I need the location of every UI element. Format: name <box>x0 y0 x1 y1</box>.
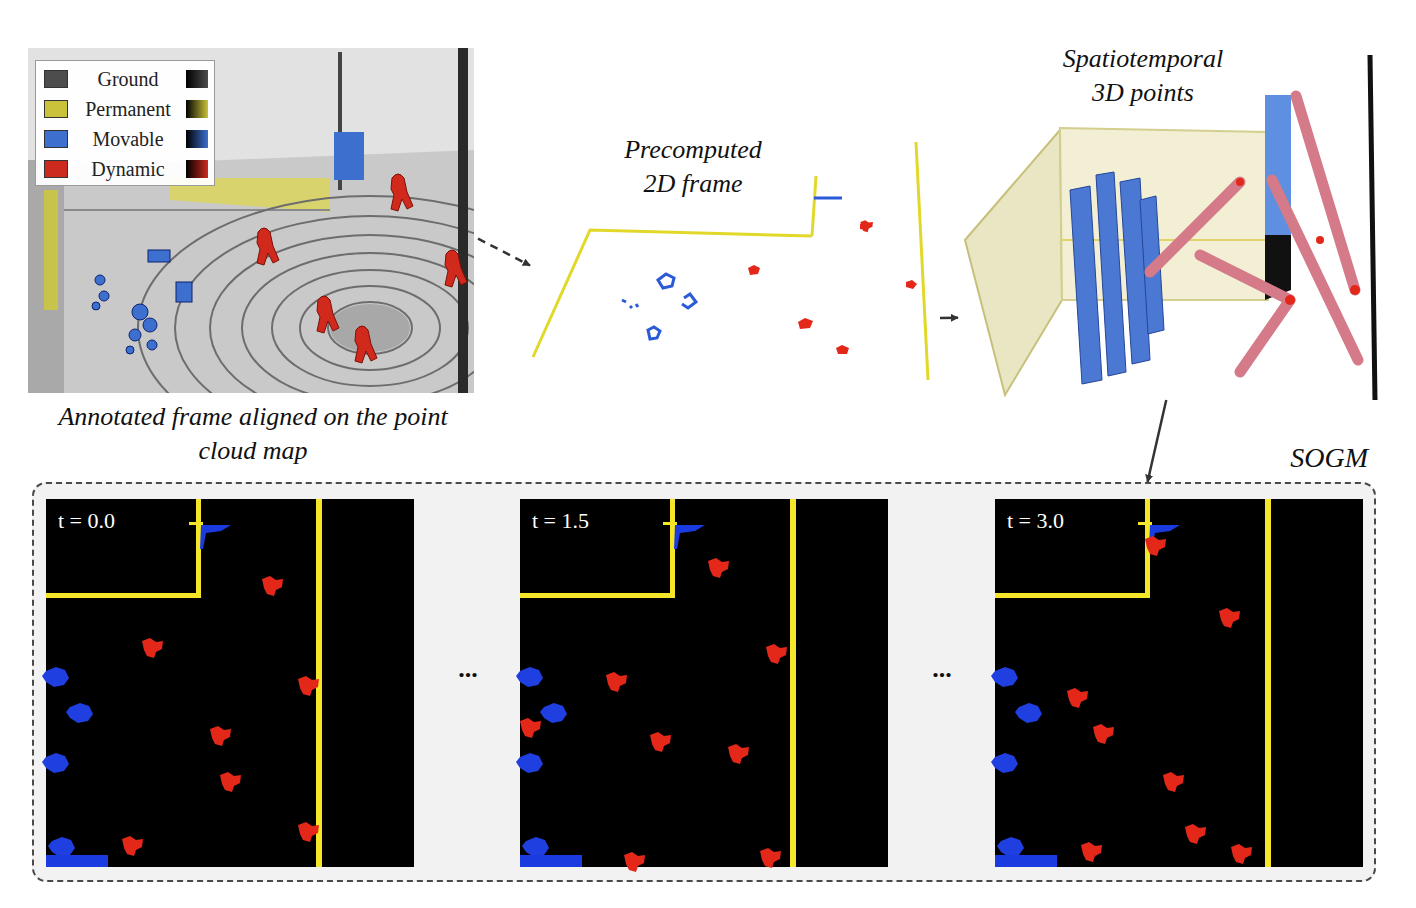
flow-arrow <box>478 239 530 266</box>
legend-text: Movable <box>72 126 184 152</box>
panel-title: Precomputed 2D frame <box>608 133 778 201</box>
flow-arrow <box>1148 400 1167 482</box>
legend-row: Permanent <box>36 96 214 122</box>
group-title: SOGM <box>1290 440 1368 476</box>
legend-swatch <box>44 70 68 88</box>
legend-swatch <box>44 130 68 148</box>
flow-arrow <box>940 316 958 319</box>
image-panel: Precomputed 2D frame <box>530 133 940 383</box>
gradient-swatch <box>186 130 208 148</box>
gradient-swatch <box>186 160 208 178</box>
panel-title: Spatiotemporal 3D points <box>1048 42 1238 110</box>
map-panel: t = 3.0 <box>997 501 1365 869</box>
time-label: t = 0.0 <box>58 507 115 536</box>
group-box: SOGMt = 0.0t = 1.5t = 3.0 <box>32 482 1376 882</box>
legend-swatch <box>44 100 68 118</box>
gradient-swatch <box>186 100 208 118</box>
image-panel: Spatiotemporal 3D points <box>958 42 1383 400</box>
gradient-swatch <box>186 70 208 88</box>
legend-text: Dynamic <box>72 156 184 182</box>
time-label: t = 3.0 <box>1007 507 1064 536</box>
legend-row: Dynamic <box>36 156 214 182</box>
legend-row: Movable <box>36 126 214 152</box>
figure-caption: Annotated frame aligned on the point clo… <box>53 400 453 468</box>
ellipsis-label: ... <box>446 652 490 686</box>
map-panel: t = 1.5 <box>522 501 890 869</box>
time-label: t = 1.5 <box>532 507 589 536</box>
legend-box: GroundPermanentMovableDynamic <box>35 60 215 186</box>
legend-swatch <box>44 160 68 178</box>
map-panel: t = 0.0 <box>48 501 416 869</box>
legend-row: Ground <box>36 66 214 92</box>
legend-text: Permanent <box>72 96 184 122</box>
legend-text: Ground <box>72 66 184 92</box>
ellipsis-label: ... <box>920 652 964 686</box>
